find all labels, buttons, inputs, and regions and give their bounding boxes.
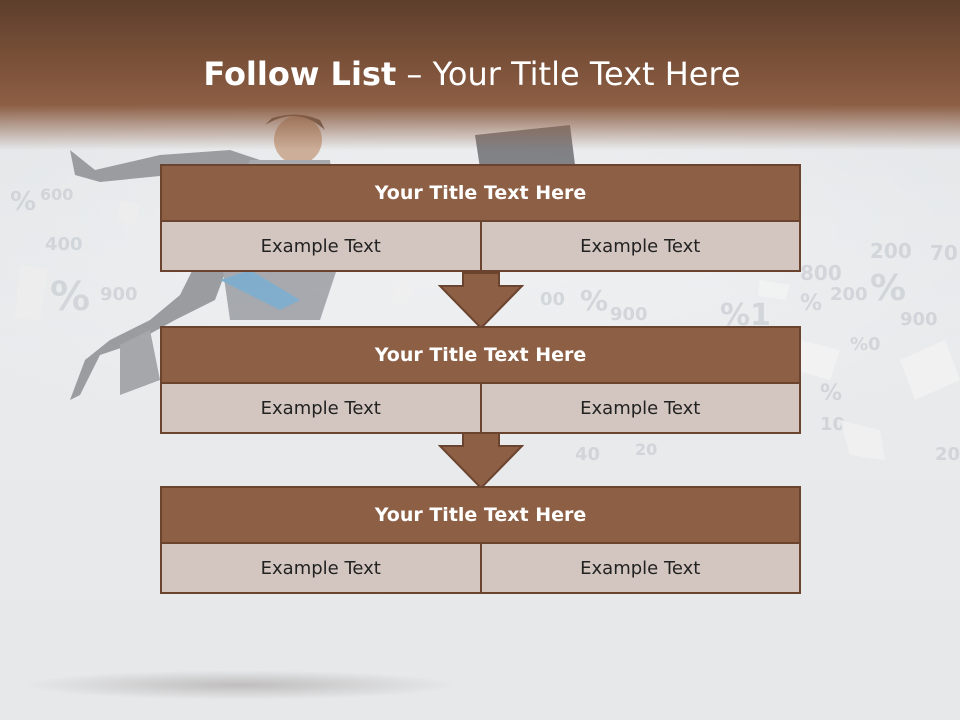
block-row: Example Text Example Text [160, 222, 801, 272]
svg-text:900: 900 [100, 284, 138, 305]
block-cell-right: Example Text [481, 544, 801, 594]
block-row: Example Text Example Text [160, 544, 801, 594]
block-cell-left: Example Text [160, 384, 482, 434]
svg-text:%: % [870, 268, 906, 309]
block-title: Your Title Text Here [160, 486, 801, 544]
list-block-2: Your Title Text Here Example Text Exampl… [160, 326, 801, 434]
floor-shadow [20, 670, 460, 700]
svg-text:70: 70 [930, 241, 958, 265]
svg-text:200: 200 [870, 239, 912, 263]
list-block-1: Your Title Text Here Example Text Exampl… [160, 164, 801, 272]
svg-text:%: % [820, 381, 842, 406]
down-arrow-icon [438, 432, 524, 490]
block-cell-right: Example Text [481, 222, 801, 272]
svg-text:900: 900 [900, 309, 938, 330]
svg-text:400: 400 [45, 234, 83, 255]
svg-text:20: 20 [635, 440, 657, 459]
list-block-3: Your Title Text Here Example Text Exampl… [160, 486, 801, 594]
block-cell-left: Example Text [160, 544, 482, 594]
block-title: Your Title Text Here [160, 164, 801, 222]
svg-text:600: 600 [40, 185, 73, 204]
down-arrow-icon [438, 272, 524, 330]
svg-text:%: % [580, 284, 608, 317]
slide-title-rest: – Your Title Text Here [396, 55, 741, 93]
svg-text:800: 800 [800, 261, 842, 285]
svg-text:10: 10 [820, 414, 845, 435]
svg-text:900: 900 [610, 304, 648, 325]
svg-text:20: 20 [935, 444, 960, 465]
block-row: Example Text Example Text [160, 384, 801, 434]
svg-text:%: % [50, 274, 90, 320]
svg-text:%: % [800, 291, 822, 316]
svg-text:%: % [10, 187, 36, 217]
svg-text:200: 200 [830, 284, 868, 305]
block-cell-left: Example Text [160, 222, 482, 272]
svg-text:%0: %0 [850, 334, 881, 355]
title-banner [0, 0, 960, 150]
slide-title: Follow List – Your Title Text Here [0, 55, 944, 93]
svg-text:00: 00 [540, 289, 565, 310]
block-cell-right: Example Text [481, 384, 801, 434]
block-title: Your Title Text Here [160, 326, 801, 384]
slide-title-bold: Follow List [203, 55, 397, 93]
svg-text:40: 40 [575, 444, 600, 465]
